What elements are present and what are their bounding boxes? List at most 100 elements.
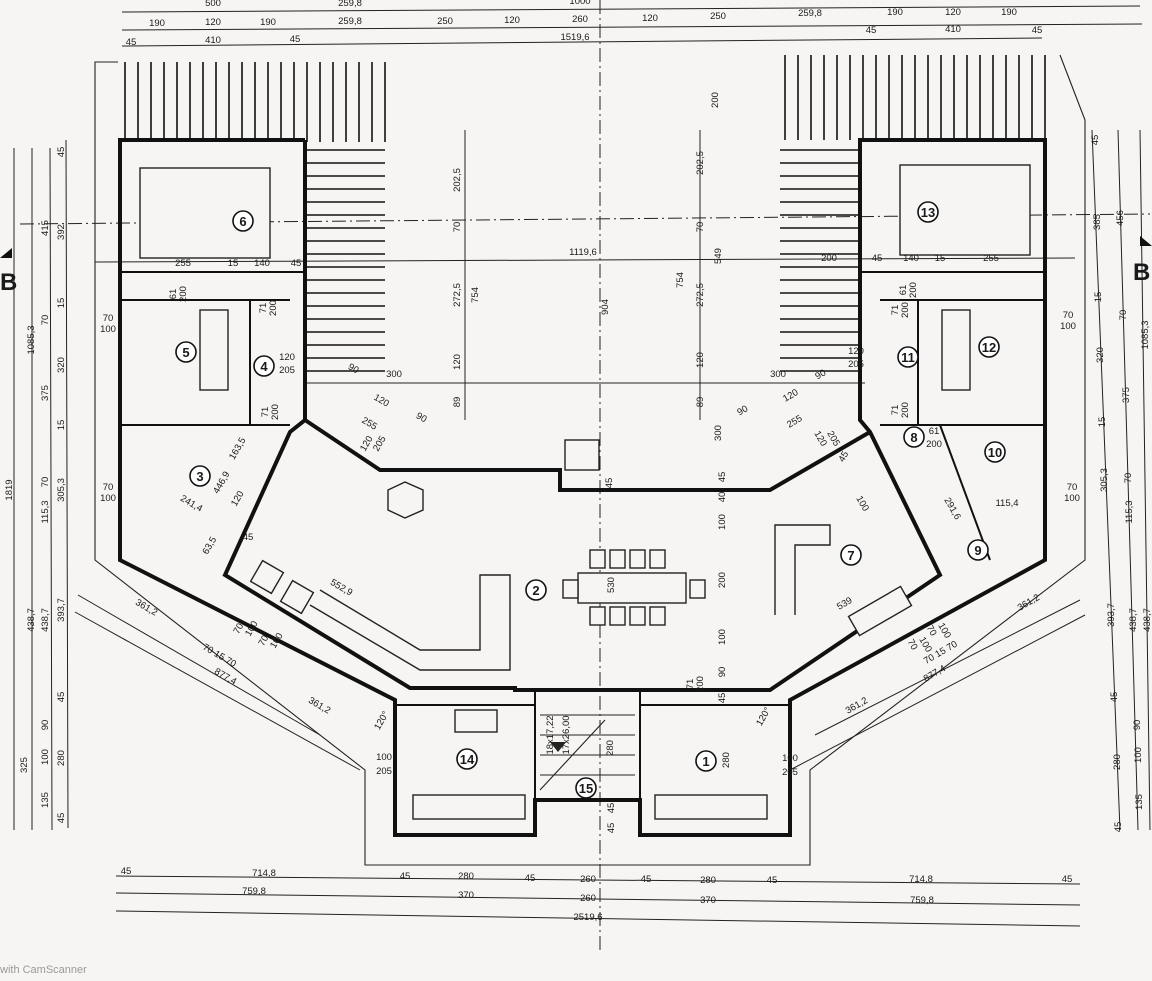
room-number: 1 bbox=[702, 754, 709, 769]
dimension-label: 45 bbox=[836, 449, 851, 464]
dimension-label: 754 bbox=[470, 287, 481, 303]
opening-size-label: 200 bbox=[926, 439, 942, 450]
dimension-label: 70 15 70 bbox=[200, 642, 238, 670]
dimension-label: 45 bbox=[641, 874, 652, 885]
dining-chairs bbox=[562, 549, 706, 626]
opening-size-label: 70 bbox=[1063, 310, 1074, 321]
terrace-outline bbox=[94, 54, 1086, 866]
dimension-label: 530 bbox=[606, 577, 617, 593]
bed-room-6 bbox=[139, 167, 271, 259]
dining-chair bbox=[589, 606, 606, 626]
dimension-label: 18x17,22 bbox=[545, 715, 556, 754]
dimension-label: 45 bbox=[717, 693, 728, 704]
opening-size-label: 71 bbox=[258, 303, 269, 314]
room-number: 11 bbox=[901, 350, 915, 365]
opening-size-label: 205 bbox=[824, 429, 841, 448]
opening-size-label: 61 bbox=[929, 426, 940, 437]
dimension-label: 120 bbox=[781, 387, 800, 404]
opening-size-label: 71 bbox=[890, 305, 901, 316]
sofa bbox=[309, 574, 511, 671]
kitchen-island bbox=[774, 524, 831, 615]
dimension-label: 90 bbox=[735, 403, 750, 418]
opening-size-label: 120 bbox=[848, 346, 864, 357]
opening-size-label: 205 bbox=[279, 365, 295, 376]
room-number: 3 bbox=[196, 469, 203, 484]
dimension-label: 259,8 bbox=[338, 0, 362, 9]
dimension-label: 255 bbox=[175, 258, 191, 269]
bathtub-room-12 bbox=[941, 309, 971, 391]
armchair bbox=[279, 579, 315, 615]
dimension-label: 100 bbox=[717, 514, 728, 530]
dimension-label: 385 bbox=[1092, 214, 1103, 230]
opening-size-label: 70 bbox=[231, 621, 246, 636]
dimension-label: 393,7 bbox=[56, 598, 67, 622]
bathtub-room-5 bbox=[199, 309, 229, 391]
dining-chair bbox=[689, 579, 706, 599]
dimension-label: 70 bbox=[1118, 310, 1129, 321]
dimension-label: 415 bbox=[40, 220, 51, 236]
room-number: 13 bbox=[921, 205, 935, 220]
dimension-label: 120 bbox=[205, 17, 221, 28]
dimension-label: 190 bbox=[1001, 7, 1017, 18]
dimension-label: 200 bbox=[717, 572, 728, 588]
room-marker: 15 bbox=[575, 777, 597, 799]
dimension-label: 90 bbox=[40, 720, 51, 731]
dimension-label: 200 bbox=[710, 92, 721, 108]
dimension-label: 70 bbox=[452, 222, 463, 233]
dimension-label: 190 bbox=[149, 18, 165, 29]
room-number: 9 bbox=[974, 543, 981, 558]
opening-size-label: 120 bbox=[811, 429, 828, 448]
dimension-label: 140 bbox=[254, 258, 270, 269]
opening-size-label: 71 bbox=[685, 679, 696, 690]
dimension-label: 100 bbox=[853, 494, 870, 513]
dimension-label: 1000 bbox=[569, 0, 590, 7]
dimension-label: 714,8 bbox=[252, 868, 276, 879]
dimension-label: 89 bbox=[695, 397, 706, 408]
dimension-label: 241,4 bbox=[178, 493, 204, 514]
dimension-label: 70 bbox=[40, 315, 51, 326]
dimension-label: 163,5 bbox=[227, 436, 248, 462]
dimension-label: 45 bbox=[1062, 874, 1073, 885]
opening-size-label: 205 bbox=[371, 434, 388, 453]
dimension-label: 305,3 bbox=[1099, 468, 1110, 492]
dimension-label: 63,5 bbox=[200, 535, 219, 557]
dimension-label: 1819 bbox=[4, 479, 15, 500]
dimension-label: 15 bbox=[935, 253, 946, 264]
dimension-label: 140 bbox=[903, 253, 919, 264]
dimension-label: 40 bbox=[717, 492, 728, 503]
dimension-label: 280 bbox=[721, 752, 732, 768]
dimension-label: 45 bbox=[56, 813, 67, 824]
dimension-label: 255 bbox=[785, 413, 804, 430]
dimension-label: 45 bbox=[717, 472, 728, 483]
dimension-label: 45 bbox=[872, 253, 883, 264]
dimension-lines bbox=[13, 5, 1151, 927]
dimension-label: 45 bbox=[604, 478, 615, 489]
dimension-label: 45 bbox=[56, 692, 67, 703]
dining-chair bbox=[629, 549, 646, 569]
dimension-label: 120 bbox=[229, 489, 246, 508]
dimension-label: 446,9 bbox=[211, 470, 232, 496]
room-marker: 11 bbox=[897, 346, 919, 368]
bed-room-1 bbox=[654, 794, 768, 820]
dimension-label: 438,7 bbox=[40, 608, 51, 632]
dining-chair bbox=[562, 579, 579, 599]
dimension-label: 260 bbox=[572, 14, 588, 25]
dimension-label: 300 bbox=[713, 425, 724, 441]
opening-size-label: 61 bbox=[168, 289, 179, 300]
dimension-label: 15 bbox=[228, 258, 239, 269]
room-number: 15 bbox=[579, 781, 593, 796]
dimension-label: 90 bbox=[1132, 720, 1143, 731]
room-marker: 5 bbox=[175, 341, 197, 363]
dimension-label: 45 bbox=[1032, 25, 1043, 36]
dimension-label: 714,8 bbox=[909, 874, 933, 885]
room-marker: 3 bbox=[189, 465, 211, 487]
dimension-label: 759,8 bbox=[910, 895, 934, 906]
dimension-label: 280 bbox=[1112, 754, 1123, 770]
dimension-label: 754 bbox=[675, 272, 686, 288]
dimension-label: 200 bbox=[821, 253, 837, 264]
fireplace bbox=[564, 439, 600, 471]
opening-size-label: 100 bbox=[100, 324, 116, 335]
dimension-label: 100 bbox=[717, 629, 728, 645]
room-marker: 4 bbox=[253, 355, 275, 377]
